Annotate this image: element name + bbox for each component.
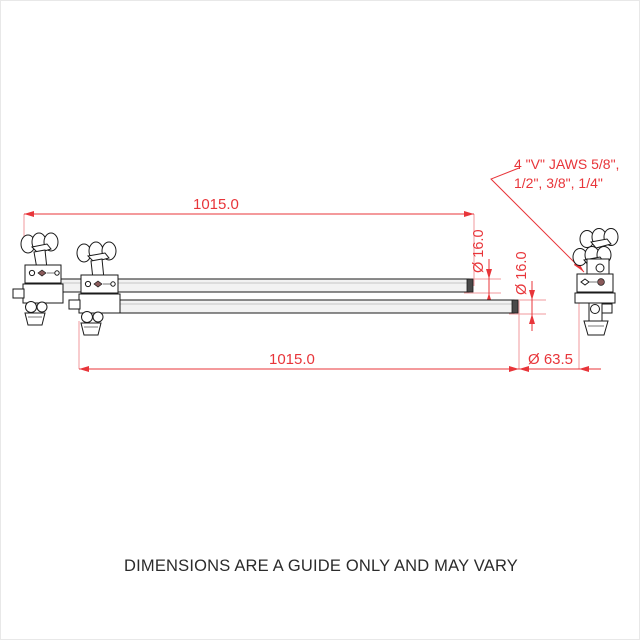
- arrowhead-rod-lower-bottom: [529, 314, 535, 324]
- clamp-side-stub-left-inner: [68, 299, 81, 310]
- knob-base-b-left-outer: [36, 301, 48, 313]
- dimension-clamp-diameter: Ø 63.5: [519, 301, 601, 372]
- knurled-knob-left-outer: [24, 312, 46, 326]
- clamp-hole-left-inner: [84, 280, 92, 288]
- clamp-stem-hole-right: [590, 304, 600, 314]
- knob-base-b-left-inner: [92, 311, 104, 323]
- clamp-block-upper-right: [576, 273, 614, 293]
- clamp-block-lower-left-outer: [22, 283, 64, 304]
- clamp-assembly-right: [572, 228, 619, 336]
- knob-base-a-left-outer: [25, 301, 37, 313]
- knurled-knob-right: [583, 320, 609, 336]
- rod-upper-end-cap: [466, 278, 474, 293]
- clamp-diamond-accent-left-inner: [93, 280, 103, 288]
- dimension-label-clamp-diameter: Ø 63.5: [528, 351, 573, 368]
- arrowhead-top-right: [464, 211, 474, 217]
- arrowhead-rod-lower-top: [529, 290, 535, 300]
- clamp-hole-left: [28, 269, 36, 277]
- dimension-top-length: 1015.0: [23, 196, 475, 286]
- rod-lower: [95, 299, 519, 314]
- arrowhead-bottom-left: [79, 366, 89, 372]
- arrowhead-bottom-right: [509, 366, 519, 372]
- lever-arm-ru: [590, 238, 612, 249]
- lever-arm-inner: [86, 252, 110, 263]
- callout-leader-line: [490, 167, 585, 273]
- knob-base-a-left-inner: [81, 311, 93, 323]
- arrowhead-clamp-left: [519, 366, 529, 372]
- rod-lower-body: [95, 299, 515, 314]
- lever-handle-left-outer: [20, 232, 59, 270]
- clamp-assembly-left-outer: [12, 232, 64, 326]
- dimension-lower-rod-diameter: Ø 16.0: [509, 251, 546, 331]
- clamp-hole-right: [54, 270, 60, 276]
- clamp-side-hole-right: [595, 263, 605, 273]
- dimension-upper-rod-diameter: Ø 16.0: [464, 229, 501, 311]
- clamp-side-stub-right: [601, 303, 613, 314]
- callout-jaws: 4 "V" JAWS 5/8", 1/2", 3/8", 1/4": [490, 156, 619, 273]
- clamp-accent-hole-right: [597, 278, 605, 286]
- rod-lower-end-cap: [511, 299, 519, 314]
- clamp-block-lower-left-inner: [78, 293, 121, 314]
- clamp-assembly-left-inner: [68, 241, 121, 336]
- callout-label-line1: 4 "V" JAWS 5/8",: [514, 156, 619, 172]
- dimension-label-lower-rod-diameter: Ø 16.0: [514, 251, 530, 295]
- dimension-label-bottom-length: 1015.0: [269, 351, 315, 368]
- dimension-bottom-length: 1015.0: [78, 301, 520, 372]
- arrowhead-rod-upper-top: [486, 269, 492, 279]
- lever-arm: [30, 243, 52, 254]
- arrowhead-clamp-right: [579, 366, 589, 372]
- callout-label-line2: 1/2", 3/8", 1/4": [514, 175, 603, 191]
- knurled-knob-left-inner: [80, 322, 102, 336]
- clamp-hole-right-inner: [110, 281, 116, 287]
- clamp-side-stub-left-outer: [12, 288, 25, 299]
- clamp-block-lower-right: [574, 292, 616, 304]
- dimension-label-top-length: 1015.0: [193, 196, 239, 213]
- dimension-label-upper-rod-diameter: Ø 16.0: [471, 229, 487, 273]
- lever-handle-right-upper: [579, 228, 619, 249]
- clamp-diamond-accent-left-outer: [37, 269, 47, 277]
- rod-upper: [40, 278, 474, 293]
- clamp-diamond-left-right-assembly: [580, 278, 590, 286]
- footer-note: DIMENSIONS ARE A GUIDE ONLY AND MAY VARY: [124, 557, 518, 575]
- lever-handle-left-inner: [76, 241, 117, 280]
- arrowhead-top-left: [24, 211, 34, 217]
